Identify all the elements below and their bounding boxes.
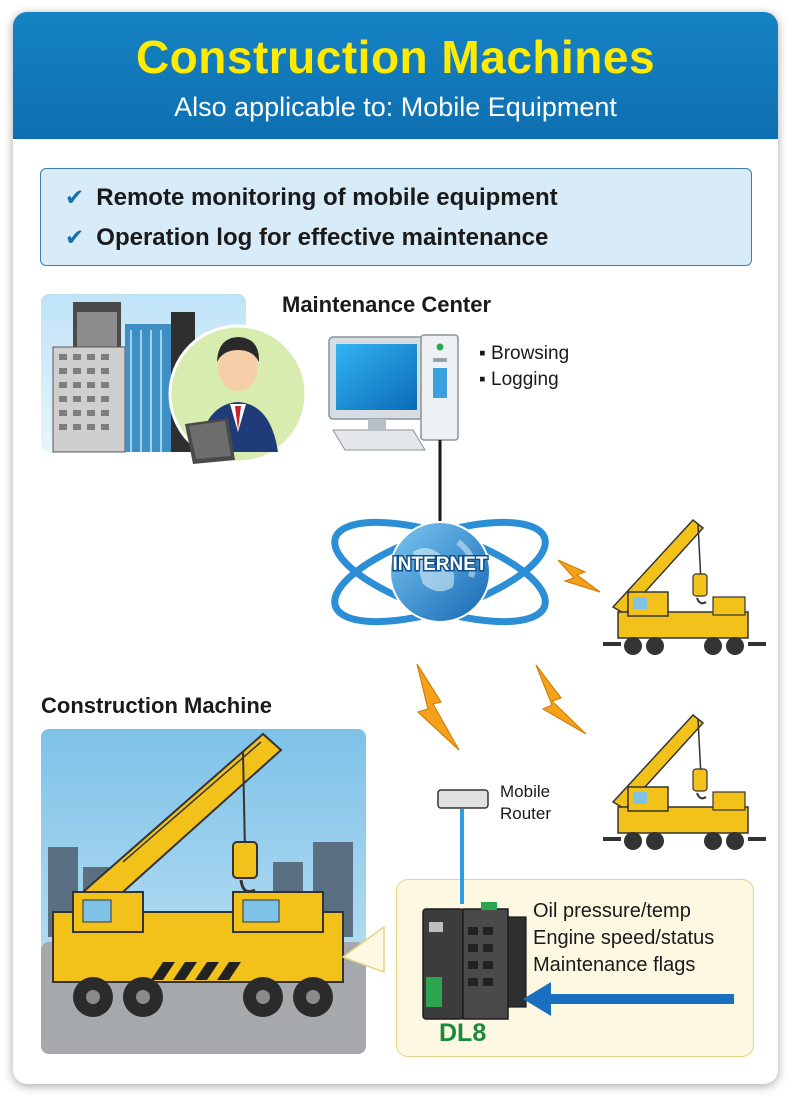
internet-label: INTERNET	[393, 554, 488, 575]
function-text: Browsing	[491, 343, 570, 364]
benefit-text: Operation log for effective maintenance	[96, 224, 549, 251]
function-item: ▪ Logging	[479, 369, 559, 390]
header-banner: Construction Machines Also applicable to…	[13, 12, 778, 139]
router-icon	[437, 789, 489, 809]
dl8-device-icon	[422, 902, 527, 1020]
operator-icon	[168, 324, 308, 464]
benefits-box: ✔ Remote monitoring of mobile equipment ✔…	[40, 168, 752, 266]
benefit-item: ✔ Remote monitoring of mobile equipment	[65, 184, 558, 212]
signal-item: Oil pressure/temp	[533, 900, 691, 922]
globe-icon: INTERNET	[331, 518, 549, 626]
dl8-label: DL8	[439, 1019, 487, 1047]
arrow-left-icon	[523, 982, 734, 1016]
diagram-card: Construction Machines Also applicable to…	[13, 12, 778, 1084]
signal-item: Engine speed/status	[533, 927, 715, 949]
construction-machine-label: Construction Machine	[41, 693, 273, 718]
function-item: ▪ Browsing	[479, 343, 570, 364]
lightning-icon	[416, 663, 460, 751]
construction-machine-illustration	[41, 729, 366, 1054]
signal-item: Maintenance flags	[533, 954, 696, 976]
router-label-line2: Router	[500, 804, 552, 823]
crane-icon	[603, 713, 766, 850]
router-label-line1: Mobile	[500, 782, 551, 801]
benefit-item: ✔ Operation log for effective maintenance	[65, 224, 548, 252]
benefit-text: Remote monitoring of mobile equipment	[96, 184, 558, 211]
check-icon: ✔	[65, 184, 85, 210]
check-icon: ✔	[65, 224, 85, 250]
lightning-icon	[557, 559, 601, 593]
crane-icon	[603, 518, 766, 655]
function-text: Logging	[491, 369, 559, 390]
diagram-graphics: INTERNET	[41, 294, 766, 1054]
page-subtitle: Also applicable to: Mobile Equipment	[174, 92, 617, 122]
maintenance-center-label: Maintenance Center	[282, 292, 492, 317]
lightning-icon	[535, 664, 587, 735]
pc-icon	[328, 334, 459, 451]
page-title: Construction Machines	[135, 31, 656, 83]
